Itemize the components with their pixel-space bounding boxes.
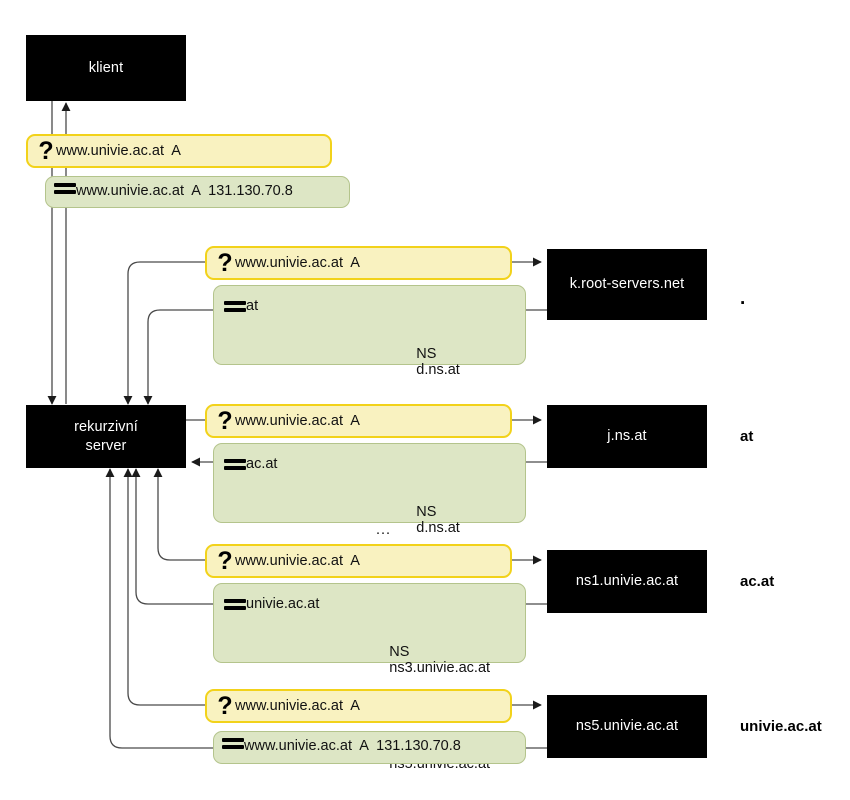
host-at-server-label: j.ns.at xyxy=(607,428,647,445)
query-icon: ? xyxy=(217,249,233,277)
host-resolver-label-line1: rekurzivní xyxy=(74,419,138,436)
message-root-query-text: www.univie.ac.at A xyxy=(235,255,360,271)
host-at-server[interactable]: j.ns.at xyxy=(547,405,707,468)
record-value: ns3.univie.ac.at xyxy=(389,660,491,676)
record-more: ... xyxy=(376,522,392,538)
message-client-query-text: www.univie.ac.at A xyxy=(56,143,181,159)
host-klient-label: klient xyxy=(88,59,124,76)
host-rekurzivni-server[interactable]: rekurzivní server xyxy=(26,405,186,468)
message-root-query[interactable]: ? www.univie.ac.at A xyxy=(205,246,512,280)
answer-icon xyxy=(224,301,246,312)
message-client-query[interactable]: ? www.univie.ac.at A xyxy=(26,134,332,168)
answer-icon xyxy=(54,183,76,194)
host-resolver-label-line2: server xyxy=(85,437,127,454)
host-root-server[interactable]: k.root-servers.net xyxy=(547,249,707,320)
query-icon: ? xyxy=(38,137,54,165)
zone-label-univie: univie.ac.at xyxy=(740,718,822,735)
message-client-answer-text: www.univie.ac.at A 131.130.70.8 xyxy=(76,183,293,199)
message-client-answer[interactable]: www.univie.ac.at A 131.130.70.8 xyxy=(45,176,350,208)
host-root-server-label: k.root-servers.net xyxy=(569,276,685,293)
answer-icon xyxy=(224,459,246,470)
record-line: NS d.ns.at xyxy=(376,488,517,552)
answer-icon xyxy=(224,599,246,610)
wire-root-query xyxy=(123,261,205,405)
record-type: NS xyxy=(416,504,437,520)
record-owner: univie.ac.at xyxy=(246,596,320,612)
host-klient[interactable]: klient xyxy=(26,35,186,101)
zone-label-acat: ac.at xyxy=(740,573,775,590)
host-acat-server-label: ns1.univie.ac.at xyxy=(575,573,679,590)
message-univie-answer-text: www.univie.ac.at A 131.130.70.8 xyxy=(244,738,461,754)
message-at-query[interactable]: ? www.univie.ac.at A xyxy=(205,404,512,438)
record-line: NS d.ns.at xyxy=(376,330,460,394)
record-owner: ac.at xyxy=(246,456,278,472)
wire-univie-answer xyxy=(105,468,213,749)
message-at-answer[interactable]: ac.at NS d.ns.at NS ns1.univie.ac.at ... xyxy=(213,443,526,696)
message-acat-answer[interactable]: univie.ac.at NS ns3.univie.ac.at NS ns5.… xyxy=(213,583,526,772)
record-owner: at xyxy=(246,298,259,314)
message-acat-query-text: www.univie.ac.at A xyxy=(235,553,360,569)
wire-univie-query xyxy=(123,468,205,706)
query-icon: ? xyxy=(217,547,233,575)
answer-icon xyxy=(222,738,244,749)
record-line: NS ns3.univie.ac.at xyxy=(349,628,490,692)
message-at-query-text: www.univie.ac.at A xyxy=(235,413,360,429)
zone-label-at: at xyxy=(740,428,754,445)
wire-root-answer xyxy=(143,309,213,405)
record-value: d.ns.at xyxy=(416,520,460,536)
host-acat-server[interactable]: ns1.univie.ac.at xyxy=(547,550,707,613)
query-icon: ? xyxy=(217,692,233,720)
message-univie-query[interactable]: ? www.univie.ac.at A xyxy=(205,689,512,723)
record-type: NS xyxy=(389,644,410,660)
query-icon: ? xyxy=(217,407,233,435)
host-univie-server[interactable]: ns5.univie.ac.at xyxy=(547,695,707,758)
wire-acat-query xyxy=(153,468,205,561)
message-univie-answer[interactable]: www.univie.ac.at A 131.130.70.8 xyxy=(213,731,526,764)
host-univie-server-label: ns5.univie.ac.at xyxy=(575,718,679,735)
record-value: d.ns.at xyxy=(416,362,460,378)
message-acat-query[interactable]: ? www.univie.ac.at A xyxy=(205,544,512,578)
record-type: NS xyxy=(416,346,437,362)
zone-label-root: . xyxy=(740,288,746,309)
wire-acat-answer xyxy=(131,468,213,605)
message-univie-query-text: www.univie.ac.at A xyxy=(235,698,360,714)
message-root-answer[interactable]: at NS d.ns.at NS j.ns.at ... xyxy=(213,285,526,538)
